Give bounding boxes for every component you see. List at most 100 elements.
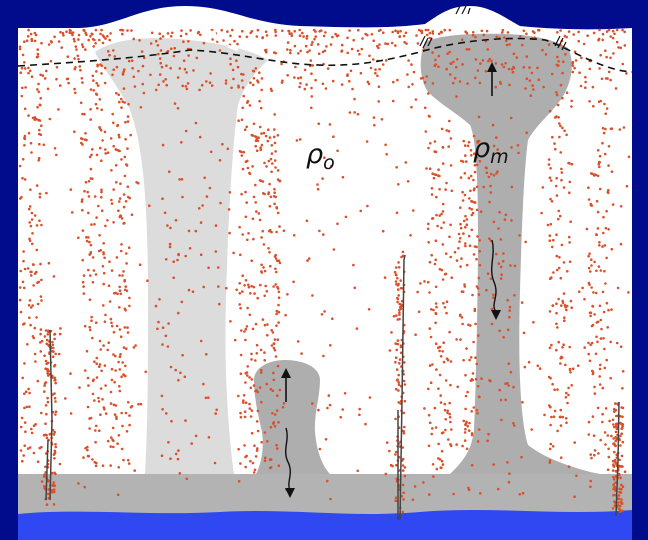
particle-dot	[132, 38, 135, 41]
particle-dot	[53, 472, 56, 475]
particle-dot	[506, 299, 509, 302]
particle-dot	[508, 84, 511, 87]
particle-dot	[402, 492, 405, 495]
particle-dot	[96, 376, 99, 379]
particle-dot	[450, 428, 453, 431]
particle-dot	[564, 53, 567, 56]
particle-dot	[244, 466, 247, 469]
particle-dot	[96, 64, 99, 67]
particle-dot	[324, 31, 327, 34]
particle-dot	[250, 353, 253, 356]
particle-dot	[219, 49, 222, 52]
particle-dot	[187, 82, 190, 85]
particle-dot	[270, 466, 273, 469]
particle-dot	[382, 63, 385, 66]
particle-dot	[286, 74, 289, 77]
particle-dot	[20, 311, 23, 314]
particle-dot	[40, 224, 43, 227]
particle-dot	[385, 59, 388, 62]
particle-dot	[435, 196, 438, 199]
particle-dot	[123, 206, 126, 209]
particle-dot	[45, 329, 48, 332]
particle-dot	[195, 435, 198, 438]
particle-dot	[443, 361, 446, 364]
particle-dot	[597, 321, 600, 324]
particle-dot	[427, 92, 430, 95]
particle-dot	[475, 378, 478, 381]
particle-dot	[268, 230, 271, 233]
particle-dot	[84, 325, 87, 328]
particle-dot	[464, 226, 467, 229]
particle-dot	[108, 54, 111, 57]
particle-dot	[217, 266, 220, 269]
particle-dot	[353, 98, 356, 101]
particle-dot	[109, 32, 112, 35]
particle-dot	[620, 345, 623, 348]
particle-dot	[162, 35, 165, 38]
particle-dot	[264, 431, 267, 434]
particle-dot	[432, 82, 435, 85]
particle-dot	[31, 232, 34, 235]
particle-dot	[118, 134, 121, 137]
particle-dot	[419, 282, 422, 285]
particle-dot	[127, 103, 130, 106]
particle-dot	[244, 410, 247, 413]
particle-dot	[298, 29, 301, 32]
particle-dot	[318, 230, 321, 233]
particle-dot	[418, 29, 421, 32]
particle-dot	[209, 72, 212, 75]
particle-dot	[188, 230, 191, 233]
particle-dot	[557, 116, 560, 119]
particle-dot	[555, 323, 558, 326]
particle-dot	[48, 262, 51, 265]
particle-dot	[467, 145, 470, 148]
particle-dot	[180, 141, 183, 144]
particle-dot	[119, 182, 122, 185]
particle-dot	[458, 233, 461, 236]
particle-dot	[397, 288, 400, 291]
particle-dot	[253, 286, 256, 289]
particle-dot	[620, 432, 623, 435]
particle-dot	[252, 70, 255, 73]
particle-dot	[104, 82, 107, 85]
particle-dot	[245, 201, 248, 204]
particle-dot	[264, 285, 267, 288]
particle-dot	[556, 94, 559, 97]
particle-dot	[468, 359, 471, 362]
particle-dot	[396, 301, 399, 304]
particle-dot	[435, 239, 438, 242]
particle-dot	[622, 423, 625, 426]
particle-dot	[126, 430, 129, 433]
particle-dot	[472, 372, 475, 375]
particle-dot	[341, 408, 344, 411]
particle-dot	[553, 388, 556, 391]
particle-dot	[600, 269, 603, 272]
particle-dot	[228, 208, 231, 211]
particle-dot	[161, 395, 164, 398]
particle-dot	[50, 60, 53, 63]
particle-dot	[454, 77, 457, 80]
particle-dot	[490, 278, 493, 281]
particle-dot	[30, 151, 33, 154]
particle-dot	[30, 33, 33, 36]
particle-dot	[127, 401, 130, 404]
particle-dot	[430, 254, 433, 257]
particle-dot	[125, 252, 128, 255]
particle-dot	[47, 344, 50, 347]
particle-dot	[619, 128, 622, 131]
particle-dot	[438, 55, 441, 58]
particle-dot	[124, 138, 127, 141]
particle-dot	[119, 289, 122, 292]
particle-dot	[449, 62, 452, 65]
particle-dot	[404, 400, 407, 403]
particle-dot	[102, 304, 105, 307]
particle-dot	[605, 227, 608, 230]
particle-dot	[256, 297, 259, 300]
particle-dot	[260, 149, 263, 152]
particle-dot	[218, 303, 221, 306]
particle-dot	[436, 225, 439, 228]
particle-dot	[53, 457, 56, 460]
particle-dot	[246, 101, 249, 104]
particle-dot	[130, 29, 133, 32]
particle-dot	[21, 95, 24, 98]
